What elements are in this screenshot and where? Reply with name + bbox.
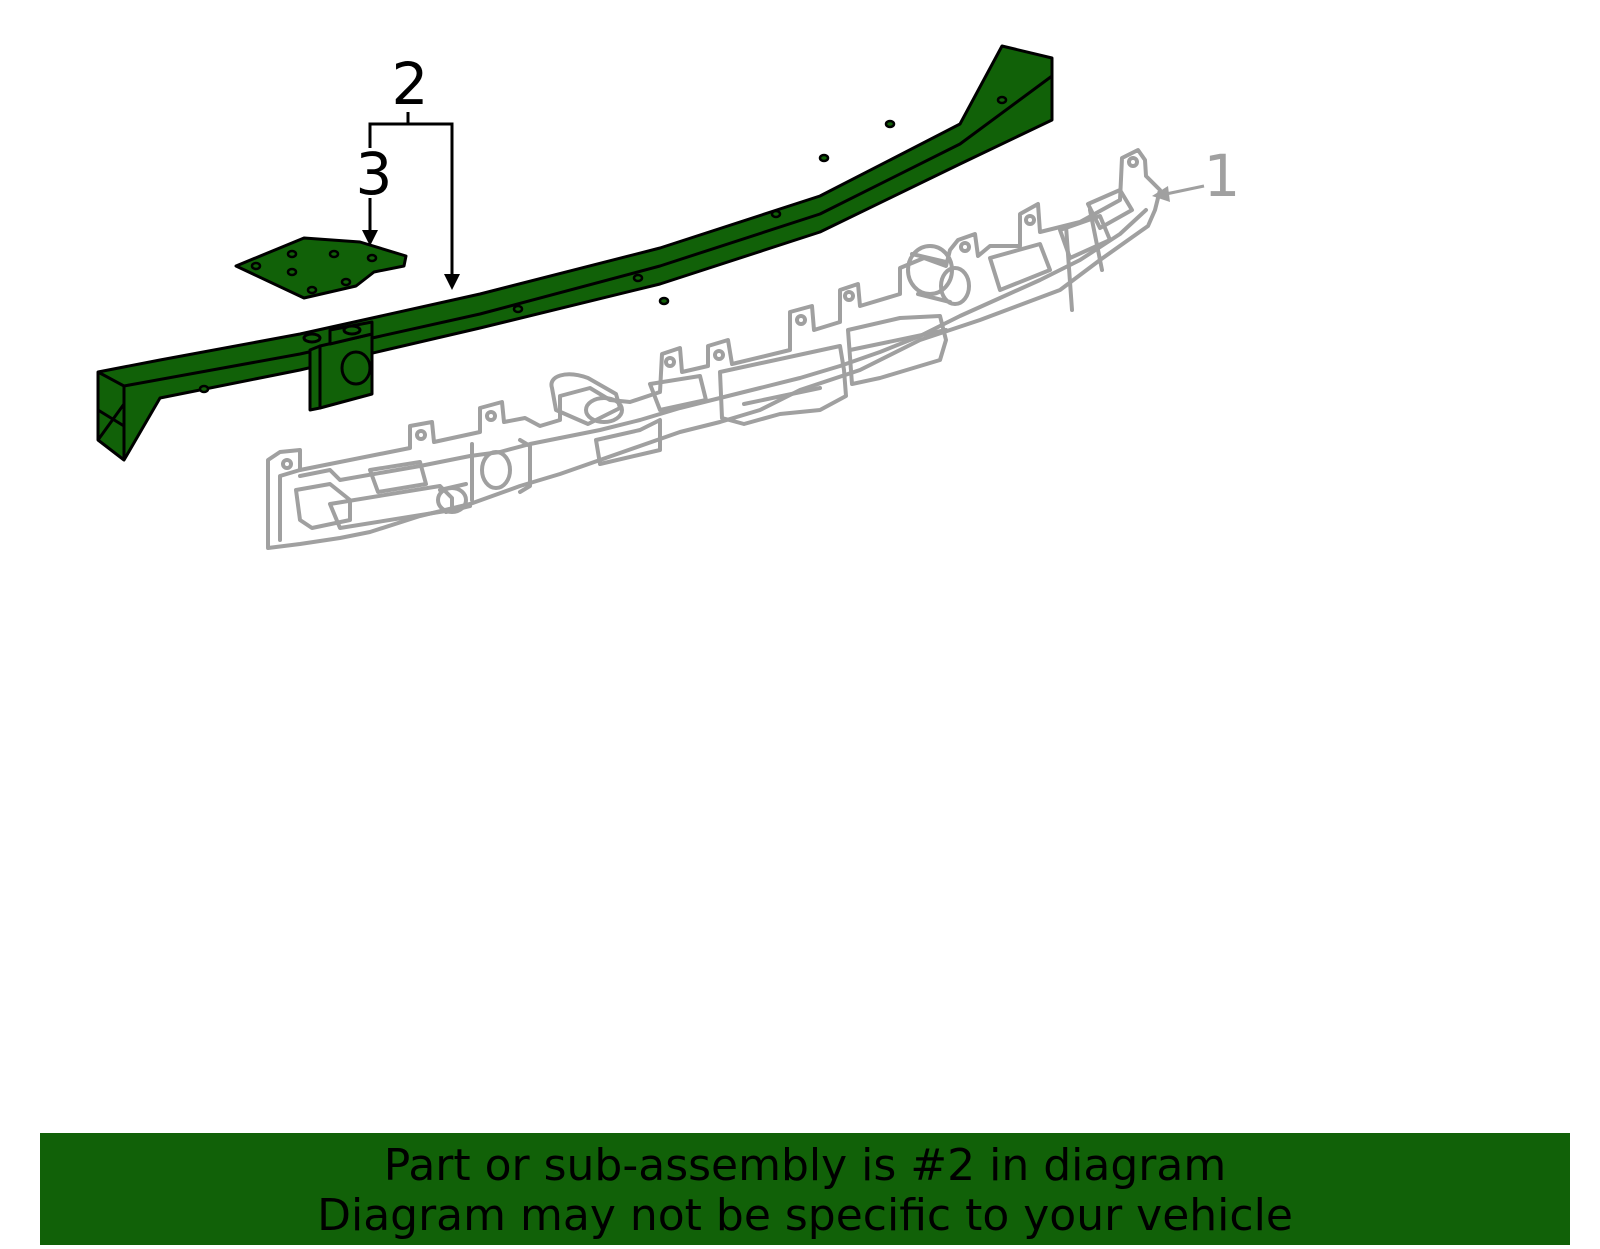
- callout-leader-2: [368, 112, 460, 290]
- parts-diagram: 2 3 1: [96, 44, 1241, 550]
- callout-leader-1: [1152, 184, 1205, 202]
- reinforcement-bar-part-2: [96, 44, 1054, 462]
- info-banner: Part or sub-assembly is #2 in diagram Di…: [40, 1133, 1570, 1245]
- callout-leader-3: [362, 198, 378, 246]
- callout-number-2: 2: [392, 50, 429, 118]
- banner-line-1: Part or sub-assembly is #2 in diagram: [383, 1140, 1227, 1191]
- callout-number-3: 3: [356, 140, 393, 208]
- banner-line-2: Diagram may not be specific to your vehi…: [317, 1190, 1293, 1241]
- energy-absorber-part-1: [266, 148, 1162, 550]
- plate-part-3: [234, 236, 408, 300]
- callout-number-1: 1: [1204, 142, 1241, 210]
